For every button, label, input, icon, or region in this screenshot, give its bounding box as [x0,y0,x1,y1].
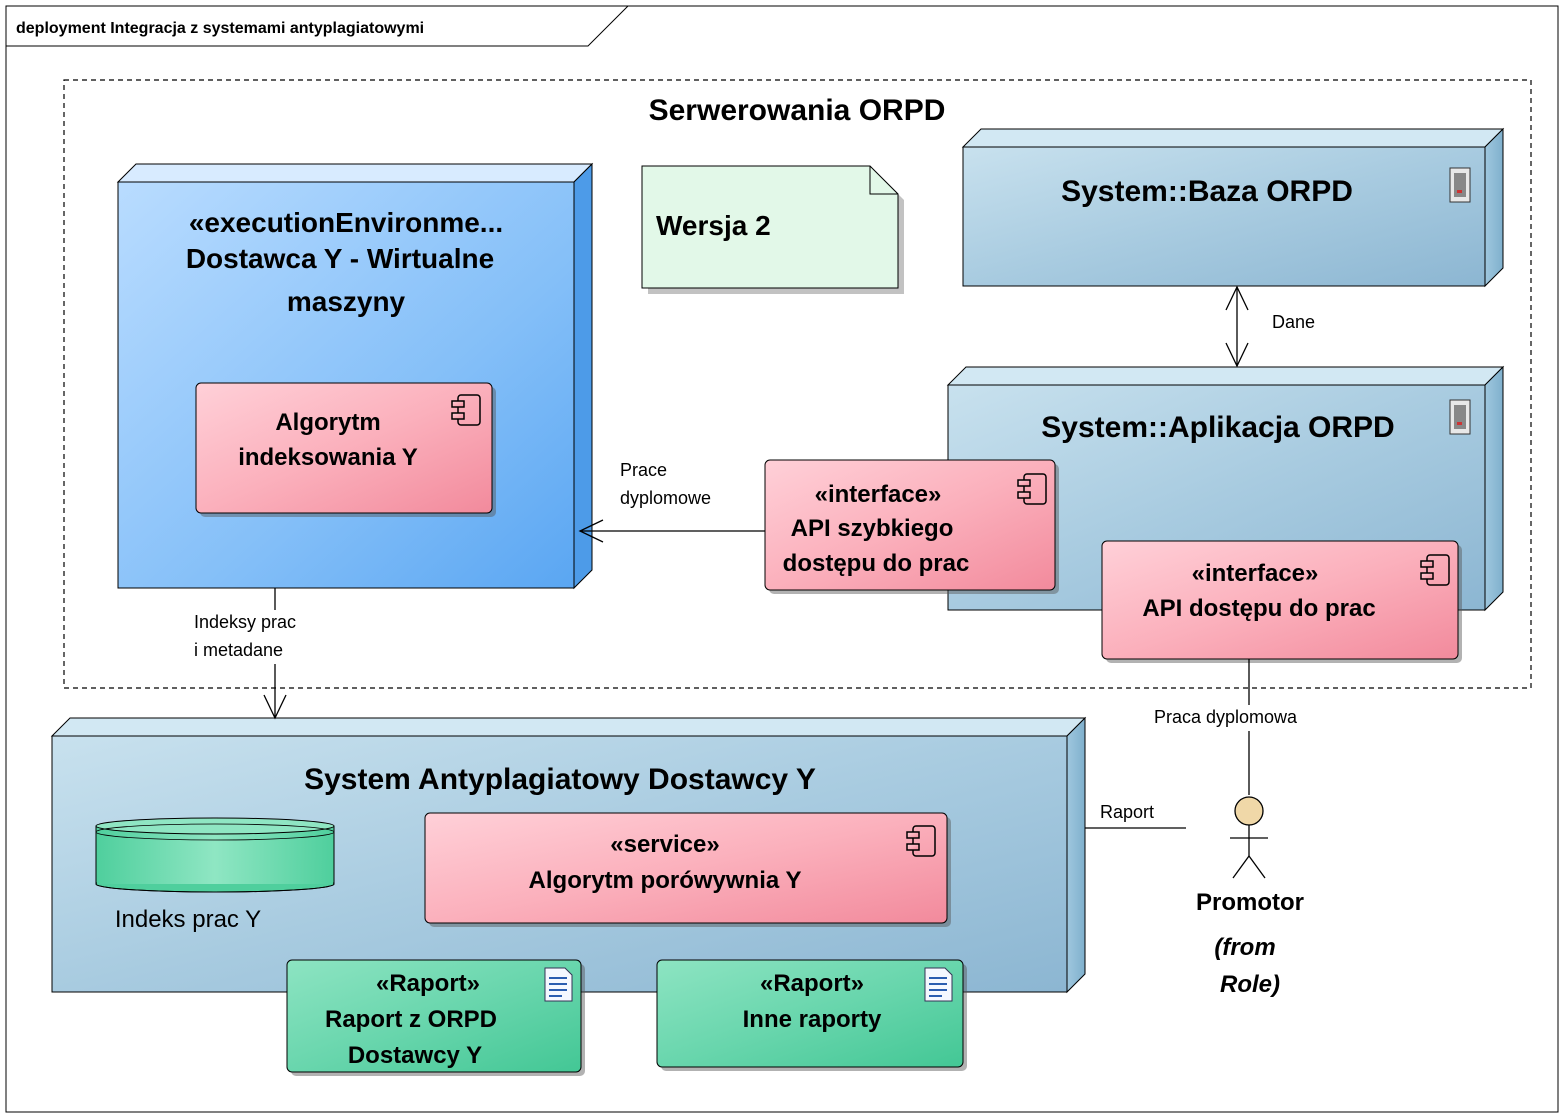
connector-prace-label-line1: Prace [620,460,667,480]
boundary-serwerowania[interactable]: Serwerowania ORPD [63,79,1532,689]
actor-name: Promotor [1196,889,1304,916]
connector-prace-label-line2: dyplomowe [620,488,711,508]
actor-icon [1230,796,1268,879]
component-algorytm-indeksowania[interactable]: Algorytm indeksowania Y [195,382,496,517]
boundary-title: Serwerowania ORPD [649,94,946,127]
component-api-szybkiego[interactable]: «interface» API szybkiego dostępu do pra… [764,459,1059,594]
aplikacja-name: System::Aplikacja ORPD [1041,411,1394,444]
raport-orpd-stereotype: «Raport» [376,970,480,997]
component-algorytm-porownywania[interactable]: «service» Algorytm porówywnia Y [424,812,951,927]
server-icon [1449,167,1471,203]
artifact-raport-orpd[interactable]: «Raport» Raport z ORPD Dostawcy Y [286,959,585,1076]
component-api-dostepu[interactable]: «interface» API dostępu do prac [1101,540,1462,663]
connector-dane-label: Dane [1272,312,1315,332]
antyplagiat-name: System Antyplagiatowy Dostawcy Y [304,763,816,796]
inne-raporty-line1: Inne raporty [743,1006,882,1033]
note-wersja[interactable]: Wersja 2 [641,165,904,294]
actor-origin-line1: (from [1214,934,1275,961]
artifact-inne-raporty[interactable]: «Raport» Inne raporty [656,959,967,1071]
component-icon [1017,473,1047,505]
api-dostepu-stereotype: «interface» [1192,560,1319,587]
actor-promotor[interactable]: Promotor (from Role) [1196,796,1304,998]
node-baza-orpd[interactable]: System::Baza ORPD [961,127,1505,288]
connector-raport-label: Raport [1100,802,1154,822]
baza-name: System::Baza ORPD [1061,175,1353,208]
raport-orpd-line2: Dostawcy Y [348,1042,482,1069]
actor-origin-line2: Role) [1220,971,1280,998]
document-icon [924,967,953,1002]
component-icon [1420,554,1450,586]
connector-praca-dyplomowa[interactable]: Praca dyplomowa [1154,659,1298,795]
note-text: Wersja 2 [656,210,771,241]
algorytm-porownywania-line1: Algorytm porówywnia Y [529,867,802,894]
connector-praca-label: Praca dyplomowa [1154,707,1298,727]
node-vm-execution-environment[interactable]: «executionEnvironme... Dostawca Y - Wirt… [116,162,594,590]
connector-prace-dyplomowe[interactable]: Prace dyplomowe [578,460,765,543]
api-dostepu-line1: API dostępu do prac [1142,595,1375,622]
component-icon [906,825,936,857]
datastore-label: Indeks prac Y [115,906,261,933]
frame-title: deployment Integracja z systemami antypl… [16,20,424,37]
api-szybkiego-line1: API szybkiego [791,515,954,542]
connector-raport[interactable]: Raport [1085,802,1186,829]
raport-orpd-line1: Raport z ORPD [325,1006,497,1033]
connector-indeksy-label-line2: i metadane [194,640,283,660]
algorytm-indeksowania-line2: indeksowania Y [238,444,418,471]
algorytm-indeksowania-line1: Algorytm [275,409,380,436]
connector-indeksy-prac[interactable]: Indeksy prac i metadane [190,588,324,720]
document-icon [544,967,573,1002]
server-icon [1449,399,1471,435]
vm-name-line2: maszyny [287,286,406,317]
connector-dane[interactable]: Dane [1225,285,1315,368]
vm-name-line1: Dostawca Y - Wirtualne [186,243,494,274]
connector-indeksy-label-line1: Indeksy prac [194,612,296,632]
vm-stereotype: «executionEnvironme... [189,207,503,238]
algorytm-porownywania-stereotype: «service» [610,831,719,858]
inne-raporty-stereotype: «Raport» [760,970,864,997]
api-szybkiego-stereotype: «interface» [815,481,942,508]
api-szybkiego-line2: dostępu do prac [783,550,970,577]
datastore-indeks-prac[interactable]: Indeks prac Y [95,817,335,933]
component-icon [451,394,481,426]
